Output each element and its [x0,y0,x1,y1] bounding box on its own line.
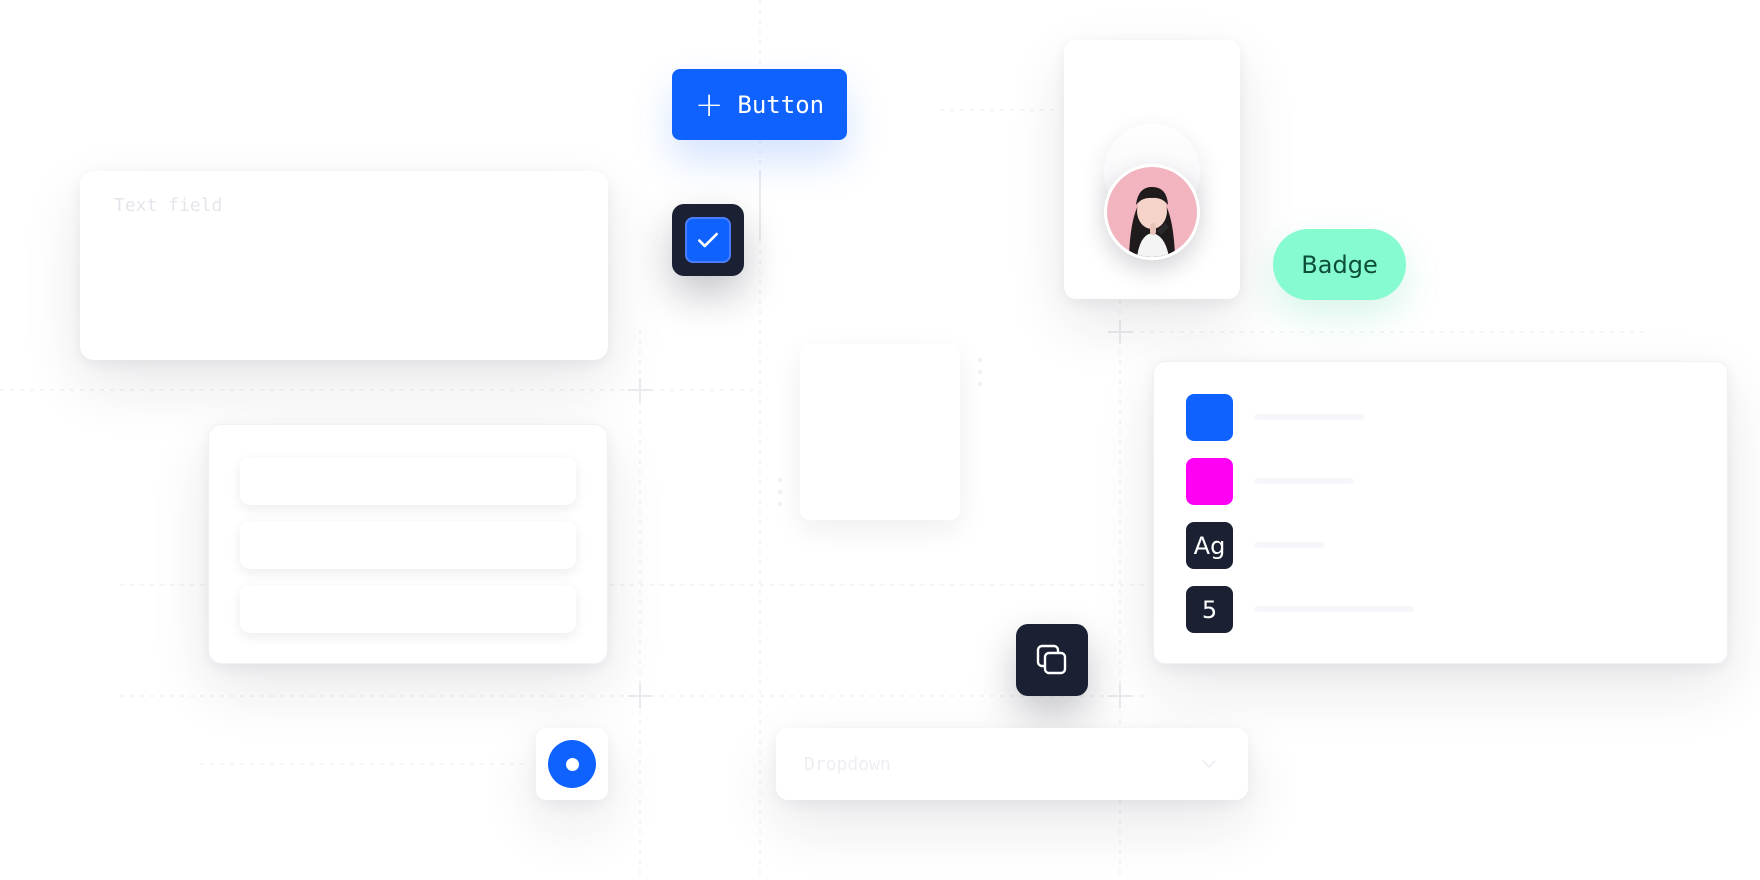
badge-label: Badge [1301,250,1378,279]
token-label-line [1254,606,1414,612]
color-token-magenta[interactable] [1186,458,1233,505]
plus-icon: + [694,84,724,125]
text-area-card[interactable]: Text field [80,171,608,360]
list-card [208,424,608,664]
spacing-token-label: 5 [1201,595,1218,624]
color-token-blue[interactable] [1186,394,1233,441]
copy-icon [1036,644,1067,675]
design-tokens-card: Ag 5 [1153,361,1728,664]
list-item[interactable] [240,585,576,633]
primary-button-label: Button [737,90,825,119]
checkmark-icon [698,232,718,248]
radio-dot [565,757,579,771]
text-area-placeholder: Text field [114,195,223,216]
token-label-line [1254,414,1364,420]
dropdown[interactable]: Dropdown [776,728,1248,800]
typography-token-label: Ag [1193,531,1226,560]
radio-button[interactable] [548,740,596,788]
checkbox[interactable] [685,217,731,263]
dropdown-placeholder: Dropdown [804,753,891,775]
ghost-widget [800,344,960,520]
avatar[interactable] [1104,164,1200,260]
spacing-token[interactable]: 5 [1186,586,1233,633]
avatar-card [1064,40,1240,299]
list-item[interactable] [240,457,576,505]
primary-button[interactable]: + Button [672,69,847,140]
avatar-photo [1107,167,1197,257]
copy-button[interactable] [1016,624,1088,696]
token-label-line [1254,478,1354,484]
badge: Badge [1273,229,1406,300]
list-item[interactable] [240,521,576,569]
radio-tile[interactable] [536,728,608,800]
typography-token[interactable]: Ag [1186,522,1233,569]
chevron-down-icon [1202,760,1216,768]
checkbox-tile[interactable] [672,204,744,276]
token-label-line [1254,542,1324,548]
